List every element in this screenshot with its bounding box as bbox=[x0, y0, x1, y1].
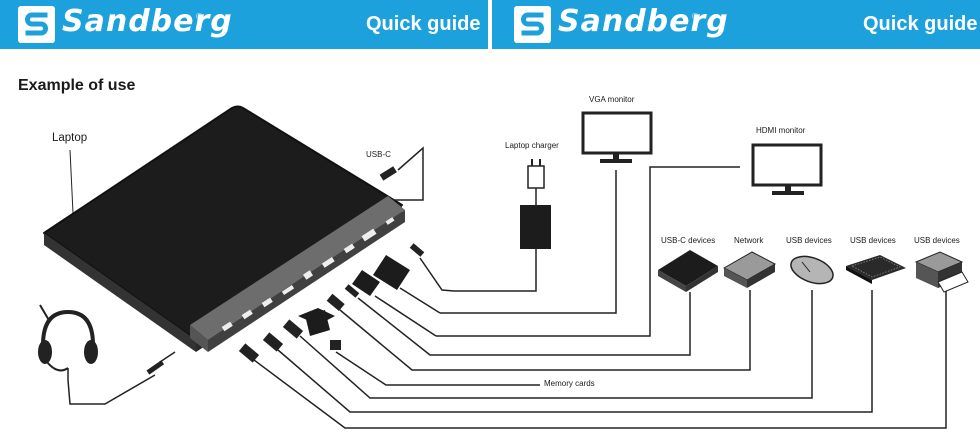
usb-devices-label-3: USB devices bbox=[914, 236, 960, 245]
brand-reg: ® bbox=[692, 12, 698, 21]
sandberg-logo-icon bbox=[18, 6, 55, 43]
quick-guide-title-left: Quick guide bbox=[366, 13, 481, 35]
hdmi-monitor-label: HDMI monitor bbox=[756, 126, 806, 135]
section-title: Example of use bbox=[18, 77, 136, 94]
keyboard-icon bbox=[846, 255, 906, 284]
header-banner-left: Sandberg ® Quick guide bbox=[0, 0, 488, 49]
router-icon bbox=[722, 251, 777, 288]
memory-cards-label: Memory cards bbox=[544, 379, 595, 388]
laptop-charger-label: Laptop charger bbox=[505, 141, 559, 150]
usb-devices-label-1: USB devices bbox=[786, 236, 832, 245]
dock-plugs-icon bbox=[238, 243, 947, 429]
sd-card-icon bbox=[298, 308, 335, 325]
docking-station-icon bbox=[190, 196, 405, 352]
laptop-label: Laptop bbox=[52, 132, 88, 144]
network-label: Network bbox=[734, 236, 764, 245]
vga-monitor-label: VGA monitor bbox=[589, 95, 635, 104]
brand-name: Sandberg bbox=[62, 4, 233, 39]
usbc-cable-icon bbox=[379, 146, 424, 201]
hard-drive-icon bbox=[658, 250, 718, 292]
headset-icon bbox=[38, 304, 176, 405]
charger-icon bbox=[454, 159, 551, 292]
vga-monitor-icon bbox=[440, 111, 653, 314]
printer-icon bbox=[914, 251, 969, 293]
sandberg-logo-icon bbox=[514, 6, 551, 43]
hdmi-monitor-icon bbox=[436, 143, 823, 337]
quick-guide-title-right: Quick guide bbox=[863, 13, 978, 35]
brand-name: Sandberg bbox=[558, 4, 729, 39]
header-banner-right: Sandberg ® Quick guide bbox=[492, 0, 980, 49]
brand-reg: ® bbox=[196, 12, 202, 21]
usbc-label: USB-C bbox=[366, 150, 391, 159]
mouse-icon bbox=[790, 255, 834, 285]
usbc-devices-label: USB-C devices bbox=[661, 236, 716, 245]
usb-devices-label-2: USB devices bbox=[850, 236, 896, 245]
